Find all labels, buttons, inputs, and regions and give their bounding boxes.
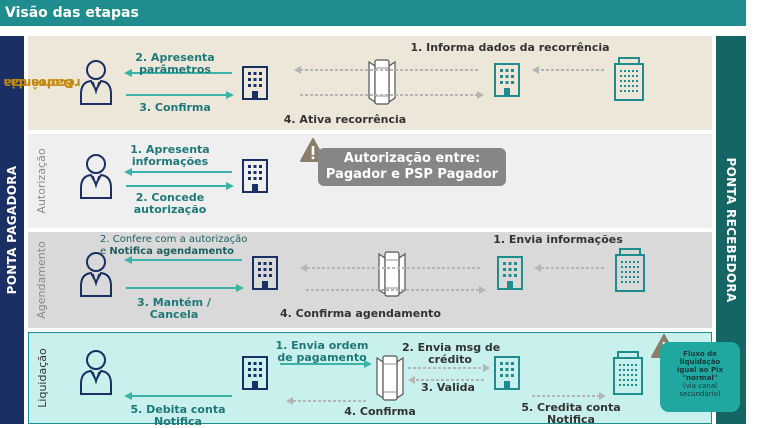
receiver-company-icon <box>614 57 644 101</box>
payer-person-icon <box>80 60 112 105</box>
row3-arrows <box>124 256 604 294</box>
page-title: Visão das etapas <box>0 0 746 26</box>
payer-psp-icon <box>242 356 268 390</box>
payer-psp-icon <box>252 256 278 290</box>
step-ativa-recorrencia: 4. Ativa recorrência <box>283 113 407 126</box>
receiver-psp-icon <box>494 356 520 390</box>
pix-infrastructure-icon <box>368 59 396 105</box>
payer-person-icon <box>80 350 112 395</box>
receiver-psp-icon <box>497 256 523 290</box>
receiver-company-icon <box>613 351 643 395</box>
payer-psp-icon <box>242 66 268 100</box>
row4-icons <box>80 334 677 401</box>
step-confirma: 3. Confirma <box>139 101 211 114</box>
band-agendamento: Agendamento <box>28 232 712 328</box>
receiver-company-icon <box>615 248 645 292</box>
step-confirma-liquidacao: 4. Confirma <box>344 405 416 418</box>
step-informa-dados: 1. Informa dados da recorrência <box>410 41 610 54</box>
row2-arrows <box>124 168 234 190</box>
step-mantem-cancela: 3. Mantém /Cancela <box>137 296 211 321</box>
row4-arrows <box>124 360 606 405</box>
payer-person-icon <box>80 252 112 297</box>
step-valida: 3. Valida <box>421 381 475 394</box>
row1-arrows <box>124 66 604 99</box>
side-label-payer: PONTA PAGADORA <box>0 36 24 424</box>
step-confirma-agendamento: 4. Confirma agendamento <box>280 307 441 320</box>
step-envia-informacoes: 1. Envia informações <box>493 233 623 246</box>
band-liquidacao: Liquidação <box>28 332 712 424</box>
payer-psp-icon <box>242 159 268 193</box>
payer-person-icon <box>80 154 112 199</box>
pix-infrastructure-icon <box>376 355 404 401</box>
note-fluxo-liquidacao: Fluxo de liquidação igual ao Pix "normal… <box>660 342 740 412</box>
receiver-psp-icon <box>494 63 520 97</box>
callout-autorizacao: Autorização entre:Pagador e PSP Pagador <box>318 148 506 186</box>
